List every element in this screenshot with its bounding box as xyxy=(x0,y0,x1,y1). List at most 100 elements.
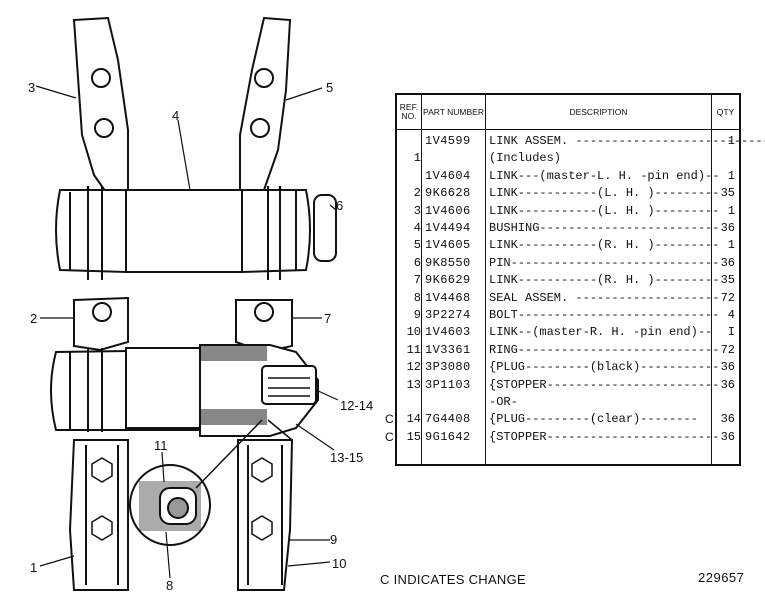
qty-cell: 36 xyxy=(720,221,735,235)
part-number-cell: 3P3080 xyxy=(425,360,471,375)
description-cell: SEAL ASSEM. -------------------- xyxy=(489,290,720,305)
part-number-cell: 1V4599 xyxy=(425,134,471,148)
part-number-cell: 3P1103 xyxy=(425,377,471,392)
callout-4: 4 xyxy=(172,108,180,123)
description-cell: BUSHING------------------------- xyxy=(489,221,720,235)
ref-no-cell: 15 xyxy=(406,429,421,444)
description-cell: LINK ASSEM. --------------------------- xyxy=(489,134,765,148)
table-row: 1 (Includes) xyxy=(397,150,739,167)
ref-no-cell: 9 xyxy=(413,308,421,322)
hatch-top xyxy=(199,345,267,361)
table-row: 8 1V4468 SEAL ASSEM. --------------------… xyxy=(397,290,739,307)
ref-no-cell: 1 xyxy=(413,151,421,166)
table-row: 3 1V4606 LINK-----------(L. H. )---------… xyxy=(397,203,739,220)
part-number-cell: 9G1642 xyxy=(425,429,471,444)
header-qty: QTY xyxy=(716,106,735,117)
part-number-cell: 1V4606 xyxy=(425,203,471,218)
track-link-assembly-drawing xyxy=(35,16,339,591)
table-row: 1V4604 LINK---(master-L. H. -pin end)-- 1 xyxy=(397,168,739,185)
ref-no-cell: 12 xyxy=(406,360,421,375)
description-cell: BOLT---------------------------- xyxy=(489,308,720,322)
part-number-cell: 1V3361 xyxy=(425,342,471,357)
ref-no-cell: 13 xyxy=(406,377,421,392)
change-mark: C xyxy=(385,412,394,427)
drawing-number: 229657 xyxy=(698,570,745,585)
hatch-bottom xyxy=(199,409,267,425)
table-row: 12 3P3080 {PLUG---------(black)----------… xyxy=(397,359,739,376)
table-row: 15 9G1642 {STOPPER-----------------------… xyxy=(385,429,739,446)
qty-cell: 72 xyxy=(720,290,735,305)
table-header xyxy=(397,95,739,130)
table-row: 11 1V3361 RING---------------------------… xyxy=(397,342,739,359)
callout-9: 9 xyxy=(330,532,338,547)
description-cell: {STOPPER------------------------ xyxy=(489,429,720,444)
link-left-legs xyxy=(68,439,129,591)
link-hole xyxy=(94,118,114,138)
description-cell: PIN----------------------------- xyxy=(489,255,720,270)
part-number-cell: 1V4604 xyxy=(425,168,471,183)
description-cell: LINK--(master-R. H. -pin end)-- xyxy=(489,325,713,340)
qty-cell: 1 xyxy=(727,168,735,183)
qty-cell: I xyxy=(727,325,735,340)
link-left-upper xyxy=(72,16,129,196)
link-right-upper xyxy=(239,16,292,197)
callout-7: 7 xyxy=(324,311,332,326)
ref-no-cell: 8 xyxy=(413,290,421,305)
part-number-cell: 1V4468 xyxy=(425,290,471,305)
callout-13-15: 13-15 xyxy=(330,450,364,465)
qty-cell: 36 xyxy=(720,255,735,270)
qty-cell: 36 xyxy=(720,429,735,444)
plug xyxy=(261,365,317,405)
qty-cell: 1 xyxy=(727,238,735,253)
part-number-cell: 9K6628 xyxy=(425,186,471,201)
link-hole xyxy=(92,302,112,322)
header-description: DESCRIPTION xyxy=(569,106,628,117)
description-cell: RING---------------------------- xyxy=(489,342,720,357)
qty-cell: 1 xyxy=(727,203,735,218)
description-cell: -OR- xyxy=(489,395,518,409)
ref-no-cell: 4 xyxy=(413,221,421,235)
callout-5: 5 xyxy=(326,80,334,95)
link-hole xyxy=(250,118,270,138)
link-left-lower xyxy=(73,296,129,352)
part-number-cell: 1V4603 xyxy=(425,325,471,340)
qty-cell: 72 xyxy=(720,342,735,357)
link-hole xyxy=(91,68,111,88)
table-row: 10 1V4603 LINK--(master-R. H. -pin end)--… xyxy=(397,324,739,341)
qty-cell: 36 xyxy=(720,412,735,427)
callout-2: 2 xyxy=(30,311,38,326)
ref-no-cell: 3 xyxy=(413,203,421,218)
part-number-cell: 9K6629 xyxy=(425,273,471,288)
description-cell: LINK-----------(R. H. )--------- xyxy=(489,238,720,253)
callout-11: 11 xyxy=(154,438,168,453)
qty-cell: 36 xyxy=(720,360,735,375)
description-cell: LINK-----------(L. H. )--------- xyxy=(489,203,720,218)
table-row: -OR- xyxy=(397,394,739,411)
part-number-cell: 7G4408 xyxy=(425,412,471,427)
qty-cell: 35 xyxy=(720,186,735,201)
change-mark: C xyxy=(385,429,394,444)
qty-cell: 1 xyxy=(727,134,735,148)
change-footnote: C INDICATES CHANGE xyxy=(380,572,527,587)
description-cell: {PLUG---------(black)----------- xyxy=(489,360,720,375)
qty-cell: 4 xyxy=(727,308,735,322)
description-cell: {PLUG---------(clear)-------- xyxy=(489,412,698,427)
bushing-upper xyxy=(125,189,243,273)
ref-no-cell: 11 xyxy=(406,342,421,357)
table-row: 1V4599 LINK ASSEM. ----------------------… xyxy=(397,133,765,150)
callout-12-14: 12-14 xyxy=(340,398,374,413)
description-cell: LINK---(master-L. H. -pin end)-- xyxy=(489,168,720,183)
callout-6: 6 xyxy=(336,198,344,213)
qty-cell: 35 xyxy=(720,273,735,288)
parts-list-table: REF. NO. PART NUMBER DESCRIPTION QTY 1V4… xyxy=(385,93,765,466)
ref-no-cell: 10 xyxy=(406,325,421,340)
qty-cell: 36 xyxy=(720,377,735,392)
ref-no-cell: 7 xyxy=(413,273,421,288)
